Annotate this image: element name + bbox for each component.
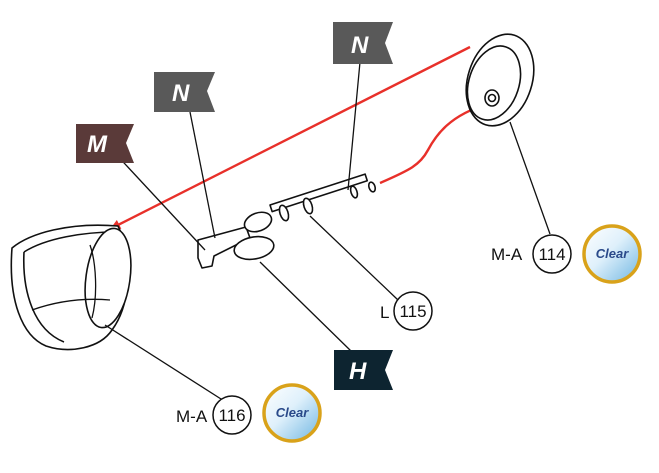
callout-116-clear-badge bbox=[262, 383, 322, 443]
leader-callout-115 bbox=[309, 215, 399, 301]
leader-flag-m bbox=[111, 149, 206, 251]
flag-h-letter: H bbox=[349, 358, 367, 385]
callout-114-circle bbox=[532, 234, 572, 274]
callout-116-code: M-A bbox=[176, 407, 208, 426]
flag-h: H bbox=[334, 350, 393, 390]
callout-116-clear-label: Clear bbox=[276, 405, 309, 420]
callout-116-circle bbox=[212, 395, 252, 435]
callout-116-number: 116 bbox=[218, 406, 245, 425]
flag-n-top-shape bbox=[333, 22, 393, 64]
callout-115-code: L bbox=[380, 303, 389, 322]
leader-lines bbox=[104, 61, 551, 407]
callout-114-clear-badge bbox=[582, 224, 642, 284]
callout-114-clear-label: Clear bbox=[596, 246, 629, 261]
flag-m-letter: M bbox=[87, 131, 108, 158]
callout-114: M-A 114 Clear bbox=[491, 224, 642, 284]
assembly-arrows bbox=[110, 45, 490, 230]
part-116-housing bbox=[10, 224, 132, 351]
assembly-arrow-curved bbox=[379, 101, 490, 185]
flag-n-top-letter: N bbox=[351, 32, 369, 59]
flag-n-top: N bbox=[333, 22, 393, 64]
leader-flag-h bbox=[259, 261, 353, 353]
callout-114-number: 114 bbox=[538, 245, 565, 264]
part-114-lens bbox=[465, 33, 535, 127]
leader-flag-n-mid bbox=[189, 111, 216, 239]
callout-115: L 115 bbox=[380, 291, 433, 331]
assembly-arrow-long bbox=[110, 45, 471, 230]
leader-callout-114 bbox=[509, 121, 551, 235]
flag-n-mid-letter: N bbox=[172, 80, 190, 107]
part-115-shaft bbox=[197, 173, 377, 269]
callout-115-number: 115 bbox=[399, 302, 426, 321]
leader-callout-116 bbox=[104, 324, 233, 407]
flag-n-mid-shape bbox=[154, 72, 215, 112]
callout-115-circle bbox=[393, 291, 433, 331]
flag-n-mid: N bbox=[154, 72, 215, 112]
flag-m: M bbox=[76, 124, 134, 163]
callout-116: M-A 116 Clear bbox=[176, 383, 322, 443]
flag-h-shape bbox=[334, 350, 393, 390]
flag-m-shape bbox=[76, 124, 134, 163]
callout-114-code: M-A bbox=[491, 245, 523, 264]
leader-flag-n-top bbox=[347, 61, 361, 191]
